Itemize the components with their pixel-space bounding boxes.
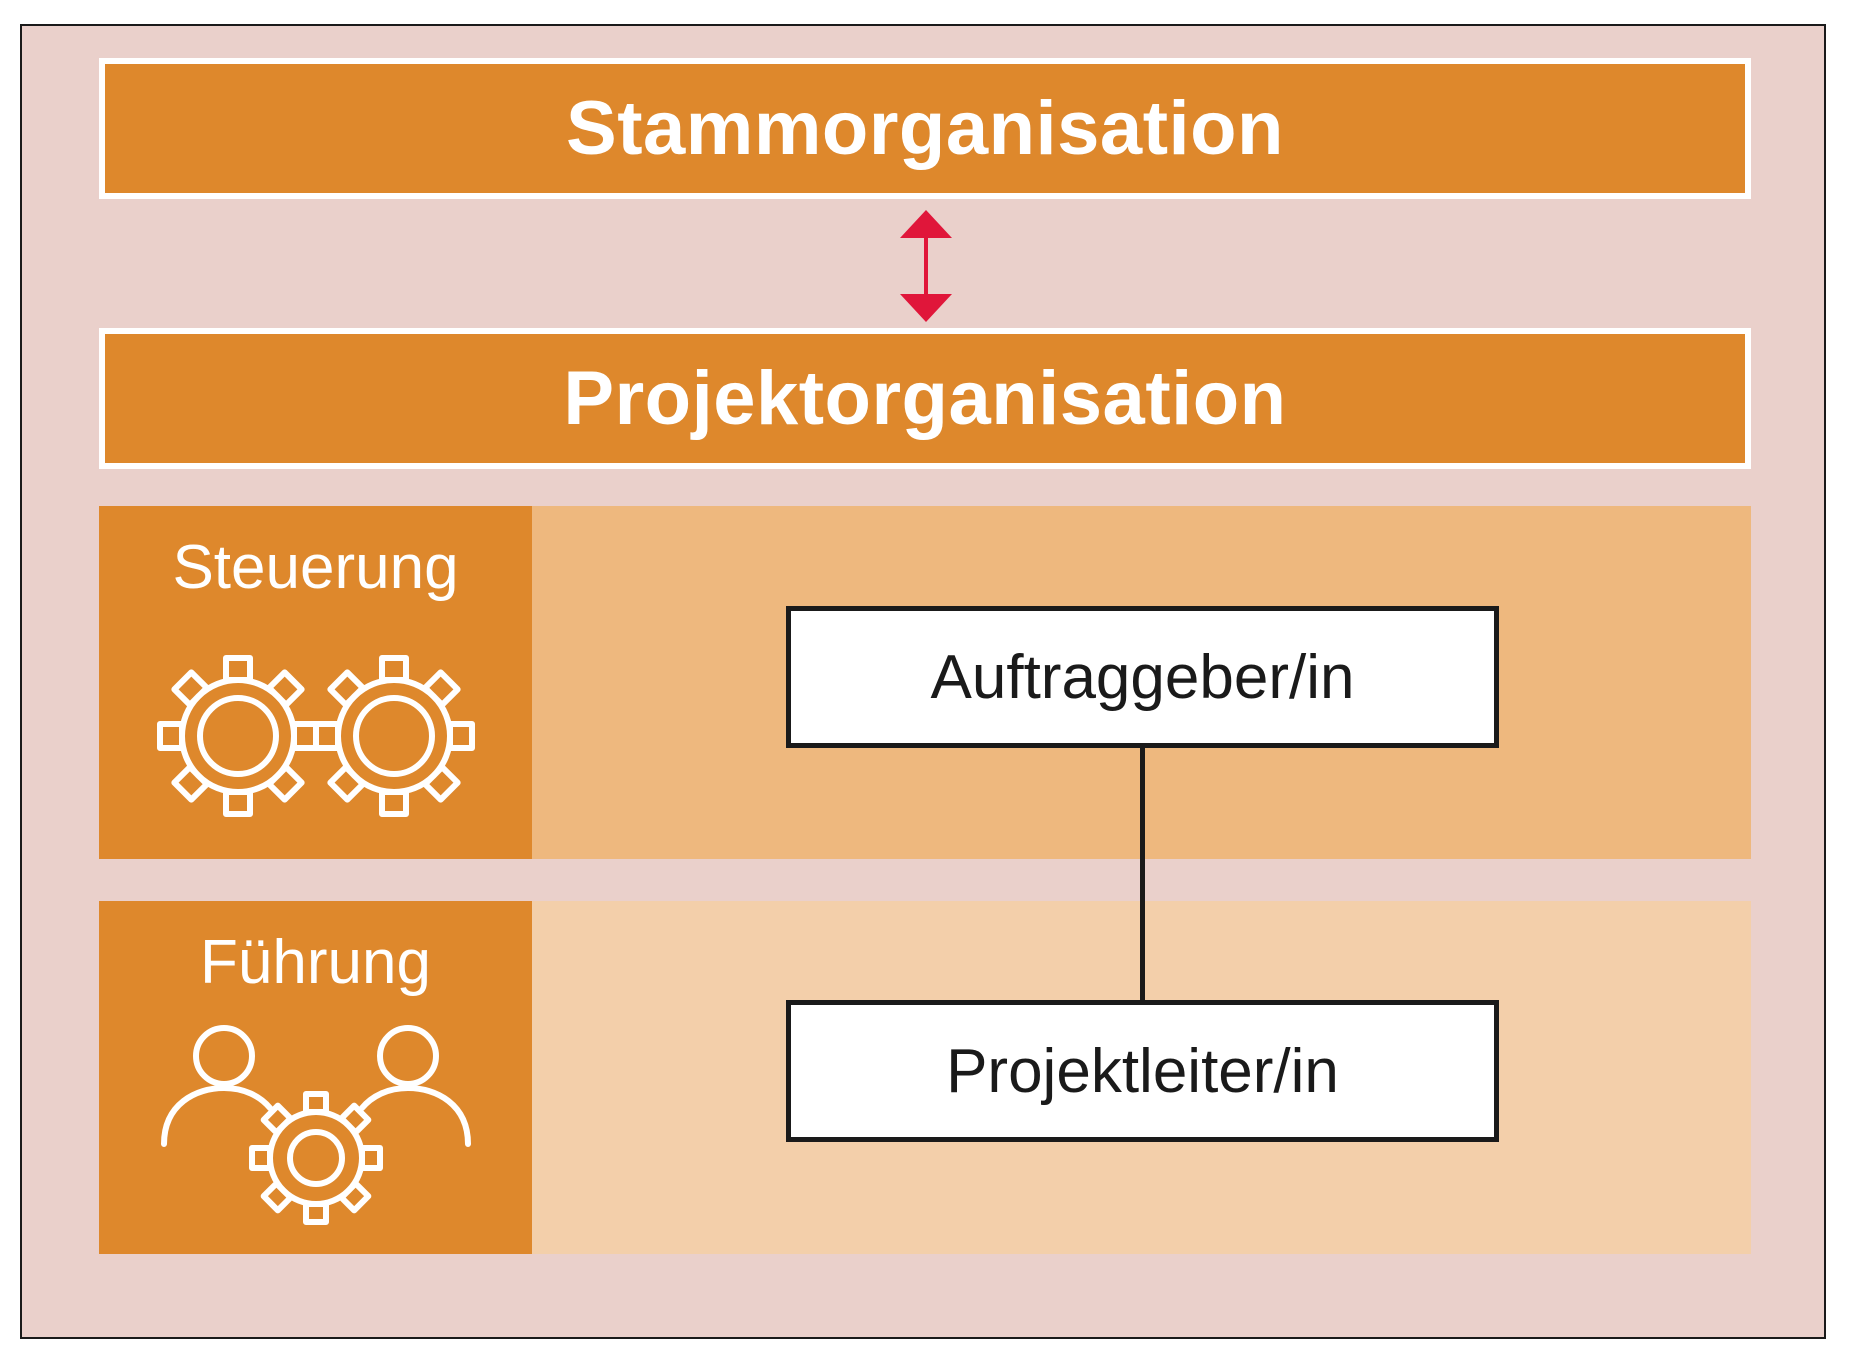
projektorganisation-bar: Projektorganisation <box>99 328 1751 469</box>
gears-icon <box>156 655 475 817</box>
projektorganisation-label: Projektorganisation <box>563 356 1287 441</box>
auftraggeber-box: Auftraggeber/in <box>786 606 1499 748</box>
auftraggeber-label: Auftraggeber/in <box>930 642 1355 712</box>
stammorganisation-bar: Stammorganisation <box>99 58 1751 199</box>
projektleiter-box: Projektleiter/in <box>786 1000 1499 1142</box>
role-connector-line <box>1140 748 1145 1000</box>
steuerung-label-column: Steuerung <box>99 506 532 859</box>
stammorganisation-label: Stammorganisation <box>566 86 1284 171</box>
steuerung-band: Steuerung <box>99 506 1751 859</box>
steuerung-title: Steuerung <box>172 533 459 602</box>
projektleiter-label: Projektleiter/in <box>946 1036 1339 1106</box>
fuehrung-label-column: Führung <box>99 901 532 1254</box>
double-arrow-icon <box>900 210 952 322</box>
team-gear-icon <box>160 1025 471 1225</box>
fuehrung-title: Führung <box>200 928 431 997</box>
